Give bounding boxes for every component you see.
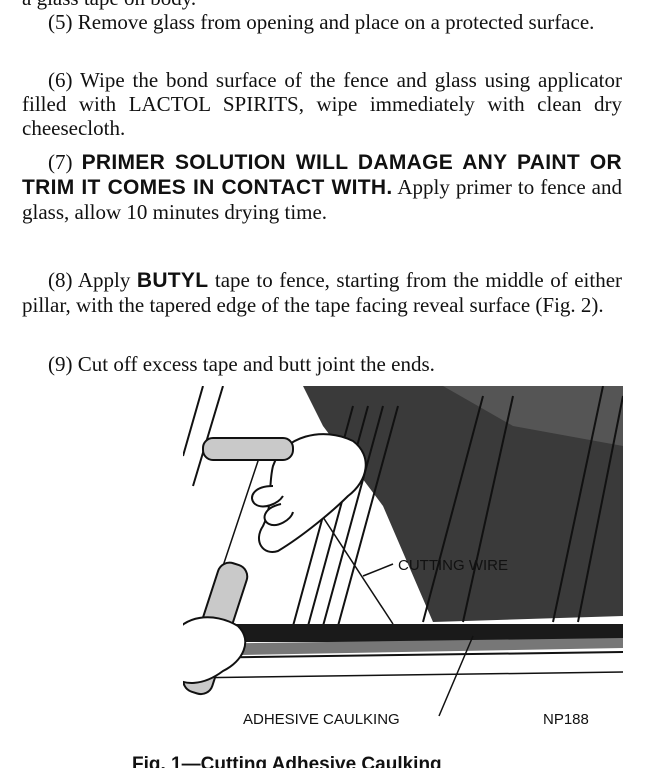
step-text: Wipe the bond surface of the fence and g… xyxy=(22,68,622,140)
step-number: (7) xyxy=(48,150,73,174)
warning-text: PRIMER SOLUTION WILL DAMAGE ANY PAINT OR… xyxy=(22,151,622,199)
upper-hand-icon xyxy=(202,433,367,553)
step-number: (6) xyxy=(48,68,73,92)
step-number: (9) xyxy=(48,352,73,376)
label-adhesive-caulking: ADHESIVE CAULKING xyxy=(243,711,400,728)
step-9: (9) Cut off excess tape and butt joint t… xyxy=(22,352,622,376)
step-text: Cut off excess tape and butt joint the e… xyxy=(77,352,435,376)
step-text: Remove glass from opening and place on a… xyxy=(77,10,595,34)
label-cutting-wire: CUTTING WIRE xyxy=(398,557,508,574)
cut-off-top-line: a glass tape on body. xyxy=(22,0,642,10)
step-text-before: Apply xyxy=(77,268,131,292)
illustration-svg: CUTTING WIRE ADHESIVE CAULKING NP188 xyxy=(183,386,623,728)
butyl-bold: BUTYL xyxy=(136,269,209,292)
figure-caption: Fig. 1—Cutting Adhesive Caulking xyxy=(132,754,442,768)
step-7: (7) PRIMER SOLUTION WILL DAMAGE ANY PAIN… xyxy=(22,150,622,224)
adhesive-caulking-bead xyxy=(193,624,623,642)
step-number: (5) xyxy=(48,10,73,34)
step-8: (8) Apply BUTYL tape to fence, starting … xyxy=(22,268,622,317)
step-6: (6) Wipe the bond surface of the fence a… xyxy=(22,68,622,140)
cutting-wire-illustration: CUTTING WIRE ADHESIVE CAULKING NP188 xyxy=(183,386,623,738)
lower-hand-icon xyxy=(183,561,249,696)
figure-code: NP188 xyxy=(543,711,589,728)
step-5: (5) Remove glass from opening and place … xyxy=(22,10,622,34)
car-body-panel xyxy=(303,386,623,622)
step-text: Apply primer to fence and glass, allow 1… xyxy=(22,175,623,224)
glass-edge-lines xyxy=(183,386,623,627)
step-number: (8) xyxy=(48,268,73,292)
step-text-after: tape to fence, starting from the middle … xyxy=(22,268,623,317)
